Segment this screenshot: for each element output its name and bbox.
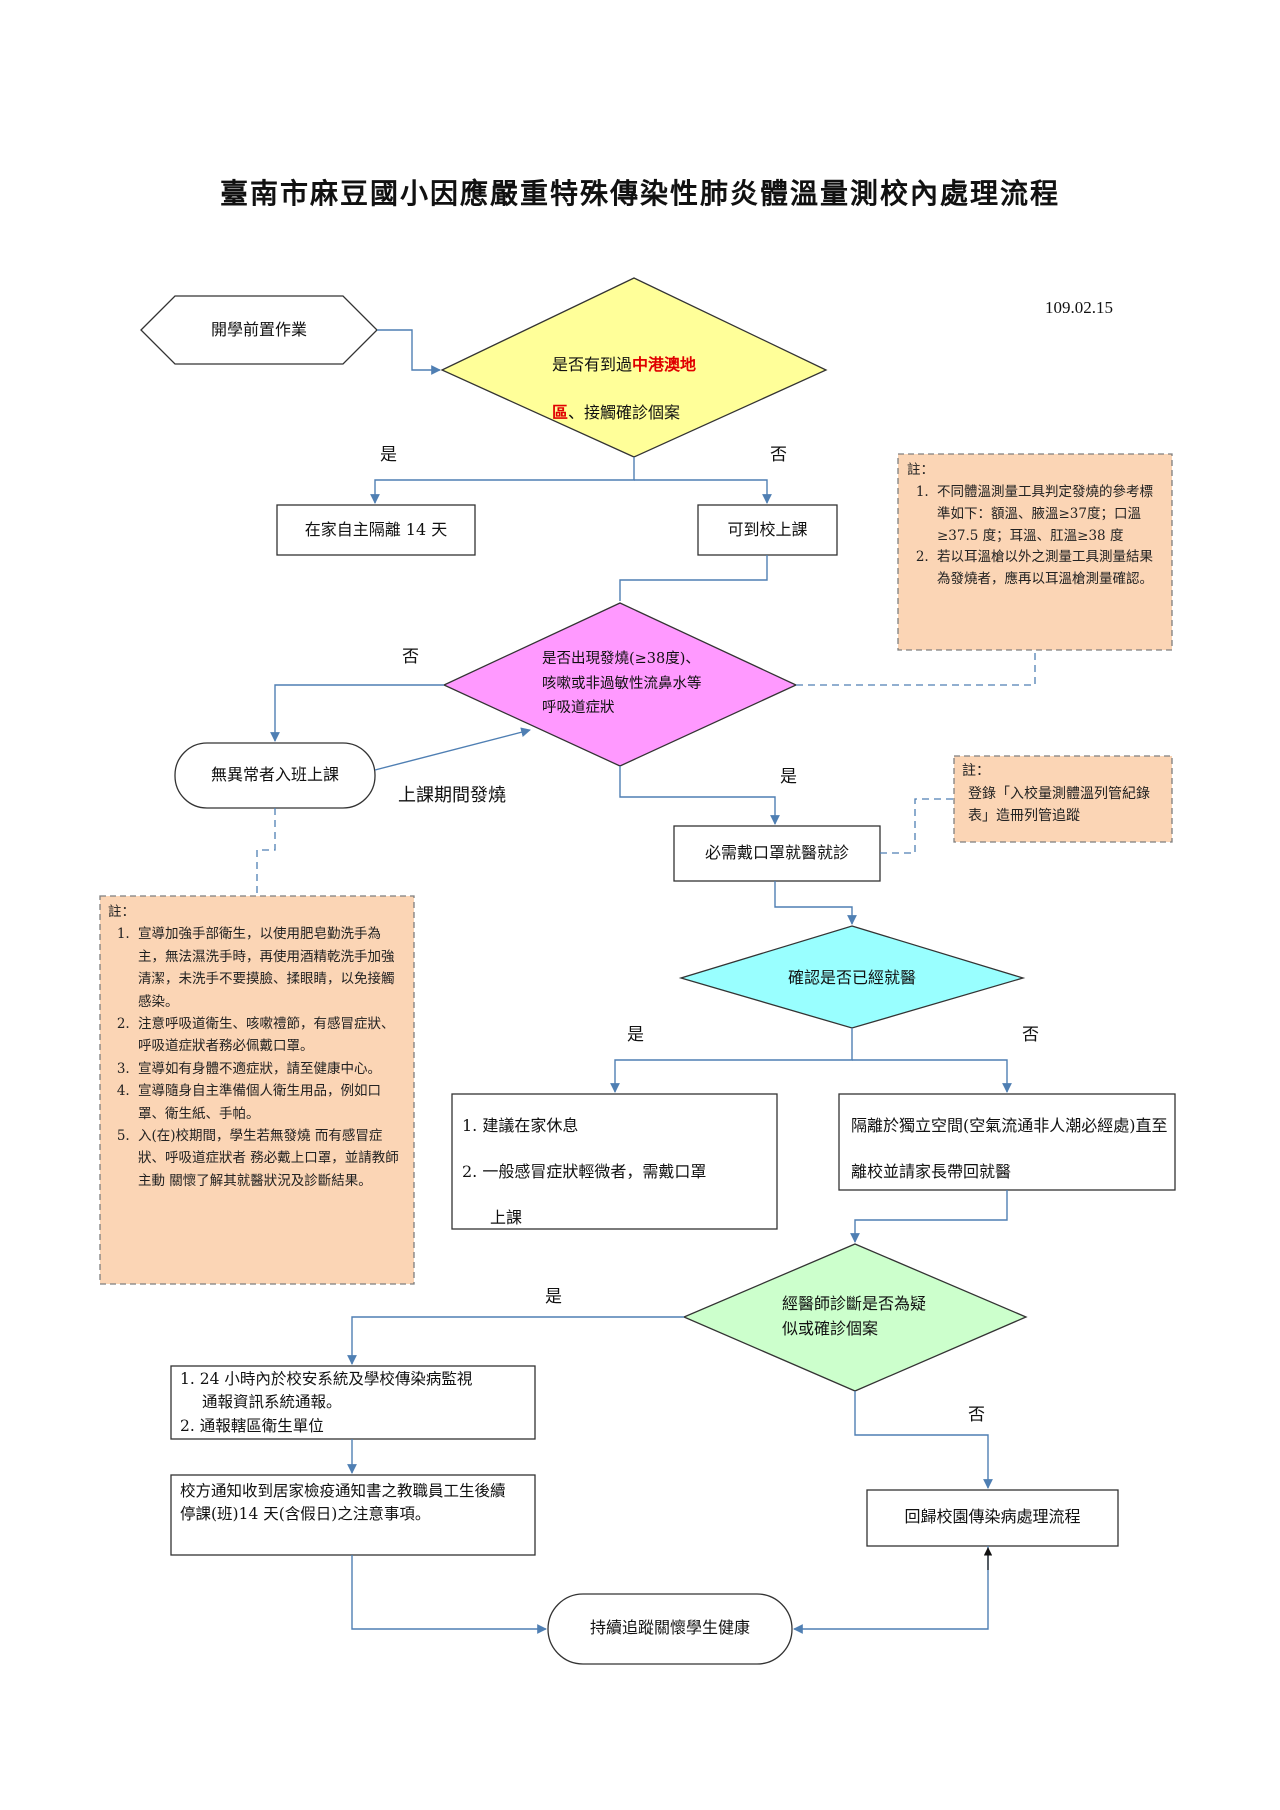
go-to-school-label: 可到校上課 — [727, 520, 808, 539]
edge-travel-down — [370, 457, 635, 504]
travel-question: 是否有到過中港澳地區、接觸確診個案 — [552, 341, 752, 437]
note-link-hygiene — [256, 808, 276, 896]
return-flow-box — [866, 1489, 1119, 1547]
edge-notify-to-followup — [351, 1555, 547, 1634]
rest-at-home-line-1: 1. 建議在家休息 — [462, 1116, 579, 1135]
hygiene-note: 註： 宣導加強手部衛生，以使用肥皂勤洗手為主，無法濕洗手時，再使用酒精乾洗手加強… — [108, 901, 406, 1192]
self-isolation-box — [276, 504, 476, 556]
note-link-temp — [796, 650, 1036, 686]
edge-label-no-1: 否 — [770, 445, 787, 465]
edge-label-no-3: 否 — [1022, 1025, 1039, 1045]
rest-at-home-line-2: 2. 一般感冒症狀輕微者，需戴口罩 — [462, 1162, 707, 1181]
edge-mask-to-seen — [774, 881, 857, 925]
hygiene-note-item-2: 注意呼吸道衛生、咳嗽禮節，有感冒症狀、呼吸道症狀者務必佩戴口罩。 — [134, 1013, 406, 1058]
normal-class-label: 無異常者入班上課 — [210, 765, 339, 784]
mask-doctor-label: 必需戴口罩就醫就診 — [704, 843, 849, 862]
record-note-box — [953, 755, 1173, 843]
edge-symptoms-no — [270, 684, 444, 742]
go-to-school-box — [697, 504, 838, 556]
edge-school-to-symptoms — [619, 555, 768, 601]
travel-question-region: 中港澳地 — [632, 355, 697, 374]
rest-at-home-box — [451, 1093, 778, 1230]
notify-box — [170, 1474, 536, 1556]
edge-label-yes-3: 是 — [627, 1025, 644, 1045]
notify-label: 校方通知收到居家檢疫通知書之教職員工生後續停課(班)14 天(含假日)之注意事項… — [180, 1482, 506, 1524]
edge-travel-no — [634, 479, 772, 504]
travel-question-pre: 是否有到過 — [552, 355, 633, 374]
isolate-room-label: 隔離於獨立空間(空氣流通非人潮必經處)直至離校並請家長帶回就醫 — [851, 1116, 1168, 1181]
edge-label-yes-1: 是 — [380, 445, 397, 465]
temp-note-box — [897, 453, 1173, 651]
report-text: 1. 24 小時內於校安系統及學校傳染病監視 通報資訊系統通報。 2. 通報轄區… — [180, 1368, 472, 1438]
edge-start-to-travel — [377, 329, 441, 375]
fever-in-class-label: 上課期間發燒 — [398, 785, 506, 806]
record-note: 註： 登錄「入校量測體溫列管紀錄表」造冊列管追蹤 — [962, 760, 1164, 828]
hygiene-note-item-5: 入(在)校期間，學生若無發燒 而有感冒症狀、呼吸道症狀者 務必戴上口罩，並請教師… — [134, 1125, 406, 1192]
note-link-record — [880, 798, 954, 854]
edge-label-yes-2: 是 — [780, 767, 797, 787]
temp-note: 註： 不同體溫測量工具判定發燒的參考標準如下：額溫、腋溫≥37度；口溫≥37.5… — [907, 460, 1165, 591]
travel-question-post: 、接觸確診個案 — [568, 403, 681, 422]
report-box — [170, 1365, 536, 1440]
edge-label-no-4: 否 — [968, 1405, 985, 1425]
edge-label-yes-4: 是 — [545, 1287, 562, 1307]
travel-question-region-end: 區 — [552, 403, 569, 422]
hygiene-note-head: 註： — [108, 904, 135, 920]
edge-seen-no — [852, 1059, 1012, 1093]
hygiene-note-item-4: 宣導隨身自主準備個人衛生用品，例如口罩、衛生紙、手帕。 — [134, 1080, 406, 1125]
seen-doctor-question: 確認是否已經就醫 — [787, 968, 916, 987]
report-line-1: 1. 24 小時內於校安系統及學校傳染病監視 — [180, 1370, 473, 1388]
edge-normal-to-symptoms — [374, 727, 531, 771]
temp-note-head: 註： — [907, 462, 934, 478]
self-isolation-label: 在家自主隔離 14 天 — [304, 520, 448, 539]
edge-return-to-followup — [793, 1546, 989, 1634]
page-title: 臺南市麻豆國小因應嚴重特殊傳染性肺炎體溫量測校內處理流程 — [219, 177, 1060, 210]
edge-symptoms-yes — [619, 766, 780, 825]
edge-diagnosis-yes — [347, 1316, 684, 1365]
record-note-text: 登錄「入校量測體溫列管紀錄表」造冊列管追蹤 — [968, 785, 1150, 825]
record-note-head: 註： — [962, 763, 990, 779]
edge-diagnosis-no — [854, 1391, 993, 1489]
return-flow-label: 回歸校園傳染病處理流程 — [904, 1507, 1081, 1526]
symptoms-question: 是否出現發燒(≥38度)、咳嗽或非過敏性流鼻水等呼吸道症狀 — [542, 651, 702, 717]
edge-isolate-to-diagnosis — [850, 1190, 1008, 1243]
temp-note-item-2: 若以耳溫槍以外之測量工具測量結果為發燒者，應再以耳溫槍測量確認。 — [933, 547, 1165, 591]
follow-up-label: 持續追蹤關懷學生健康 — [589, 1618, 750, 1637]
follow-up-shape — [547, 1593, 793, 1665]
start-label: 開學前置作業 — [210, 320, 307, 339]
diagnosis-question: 經醫師診斷是否為疑似或確診個案 — [782, 1294, 927, 1338]
edge-seen-down — [610, 1028, 853, 1093]
edge-label-no-2: 否 — [402, 647, 419, 667]
hygiene-note-box — [99, 895, 415, 1285]
isolate-room-box — [838, 1093, 1176, 1191]
temp-note-item-1: 不同體溫測量工具判定發燒的參考標準如下：額溫、腋溫≥37度；口溫≥37.5 度；… — [933, 482, 1165, 548]
report-line-3: 2. 通報轄區衛生單位 — [180, 1416, 324, 1435]
hygiene-note-item-1: 宣導加強手部衛生，以使用肥皂勤洗手為主，無法濕洗手時，再使用酒精乾洗手加強清潔，… — [134, 923, 406, 1013]
report-line-2: 通報資訊系統通報。 — [202, 1393, 342, 1412]
document-date: 109.02.15 — [1045, 298, 1113, 317]
rest-at-home-text: 1. 建議在家休息 2. 一般感冒症狀輕微者，需戴口罩 上課 — [462, 1103, 706, 1241]
hygiene-note-item-3: 宣導如有身體不適症狀，請至健康中心。 — [134, 1058, 406, 1080]
rest-at-home-line-3: 上課 — [490, 1208, 523, 1227]
